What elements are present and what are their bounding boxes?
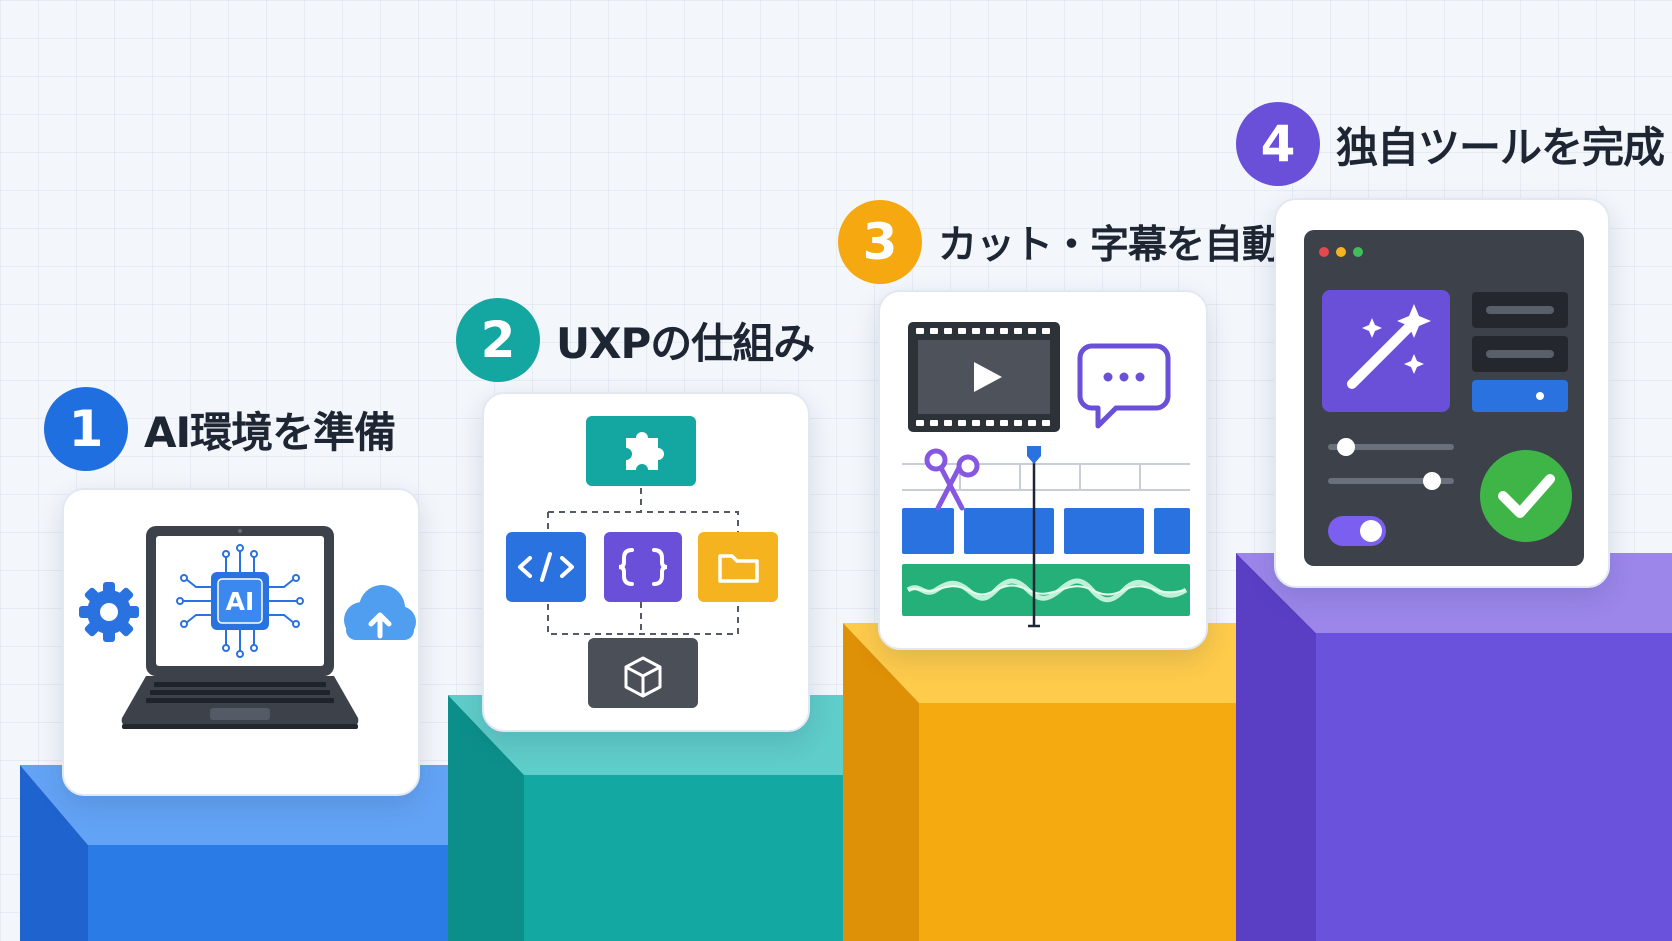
step-3-number: 3	[838, 200, 922, 284]
setting-fields	[1472, 292, 1568, 412]
stair-block-4	[1236, 553, 1672, 941]
step-2-card	[482, 392, 810, 732]
ai-chip-icon: AI	[176, 544, 304, 658]
step-3-card	[878, 290, 1208, 650]
waveform-icon	[902, 564, 1190, 616]
scissors-icon	[924, 448, 980, 511]
code-icon	[506, 532, 586, 602]
magic-wand-icon	[1322, 290, 1450, 412]
step-3-title: カット・字幕を自動化	[938, 223, 1319, 268]
toggle-icon	[1328, 516, 1386, 546]
ai-chip-text: AI	[226, 587, 255, 616]
step-2-title: UXPの仕組み	[556, 318, 815, 368]
step-4-label: 4 独自ツールを完成	[1236, 102, 1665, 186]
step-1-title: AI環境を準備	[144, 407, 396, 457]
gear-icon	[79, 582, 139, 642]
chat-bubble-icon	[1077, 343, 1171, 429]
check-circle-icon	[1480, 450, 1572, 542]
folder-icon	[698, 532, 778, 602]
step-2-number: 2	[456, 298, 540, 382]
step-4-card	[1274, 198, 1610, 588]
step-4-number: 4	[1236, 102, 1320, 186]
puzzle-icon	[586, 416, 696, 486]
video-player-icon	[908, 322, 1060, 432]
step-1-number: 1	[44, 387, 128, 471]
step-4-title: 独自ツールを完成	[1336, 122, 1665, 172]
step-3-label: 3 カット・字幕を自動化	[838, 200, 1319, 284]
step-2-label: 2 UXPの仕組み	[456, 298, 815, 382]
cloud-upload-icon	[344, 585, 416, 640]
step-1-label: 1 AI環境を準備	[44, 387, 396, 471]
playhead-icon	[1027, 446, 1041, 628]
slider-icon	[1328, 438, 1454, 490]
package-box-icon	[588, 638, 698, 708]
timeline-icon	[902, 463, 1190, 554]
braces-icon	[604, 532, 682, 602]
step-1-card: AI	[62, 488, 420, 796]
